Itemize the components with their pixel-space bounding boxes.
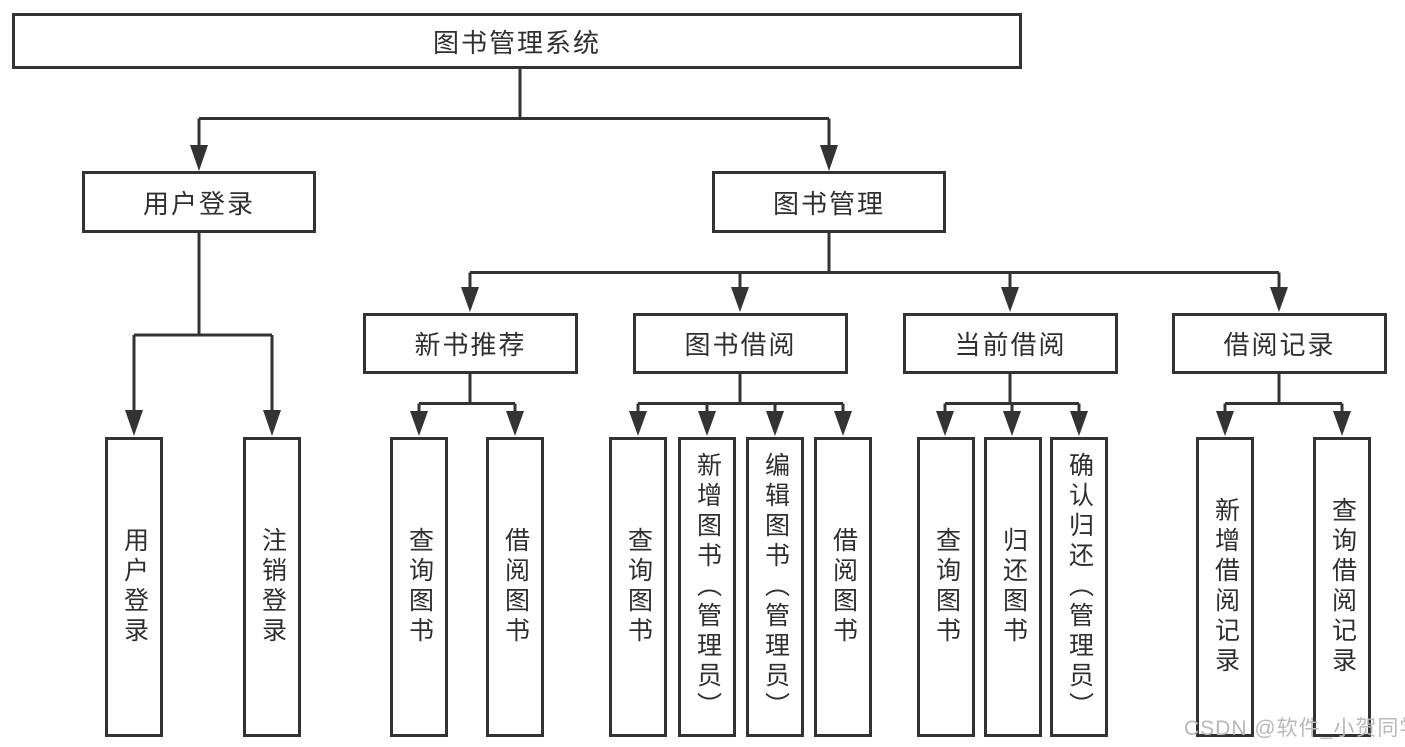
- node-library-management-system: 图书管理系统: [12, 13, 1022, 69]
- connector-current-borrow-branch: [943, 374, 1081, 416]
- leaf-add-books-admin: 新增图书（管理员）: [678, 437, 736, 737]
- node-label: 图书借阅: [684, 330, 797, 360]
- leaf-query-books-borrowing: 查询图书: [609, 437, 667, 737]
- leaf-borrow-books-borrowing: 借阅图书: [814, 437, 872, 737]
- node-label: 归还图书: [999, 527, 1028, 647]
- node-label: 图书管理系统: [432, 27, 601, 58]
- node-label: 注销登录: [258, 527, 287, 647]
- leaf-return-books: 归还图书: [984, 437, 1042, 737]
- node-label: 新增借阅记录: [1211, 497, 1240, 677]
- node-borrowing-records: 借阅记录: [1172, 313, 1387, 374]
- leaf-query-borrow-record: 查询借阅记录: [1313, 437, 1371, 737]
- node-user-login: 用户登录: [82, 171, 316, 233]
- connector-book-management-branch: [468, 232, 1281, 292]
- leaf-confirm-return-admin: 确认归还（管理员）: [1050, 437, 1108, 737]
- node-label: 用户登录: [120, 527, 149, 647]
- leaf-user-login: 用户登录: [105, 437, 163, 737]
- leaf-edit-books-admin: 编辑图书（管理员）: [746, 437, 804, 737]
- node-label: 查询借阅记录: [1328, 497, 1357, 677]
- arrowheads-level2: [190, 145, 838, 171]
- leaf-query-books-recommend: 查询图书: [390, 437, 448, 737]
- connector-book-borrow-branch: [636, 374, 845, 416]
- connector-root-branch: [197, 68, 831, 148]
- node-label: 查询图书: [624, 527, 653, 647]
- arrowheads-user-login: [125, 410, 281, 436]
- node-label: 新增图书（管理员）: [693, 452, 722, 722]
- leaf-query-books-current: 查询图书: [917, 437, 975, 737]
- node-book-management: 图书管理: [712, 171, 946, 233]
- node-label: 查询图书: [932, 527, 961, 647]
- arrowheads-level3: [461, 287, 1288, 312]
- node-label: 借阅图书: [829, 527, 858, 647]
- node-book-borrowing: 图书借阅: [633, 313, 848, 374]
- node-label: 图书管理: [772, 188, 885, 219]
- node-current-borrowing: 当前借阅: [903, 313, 1118, 374]
- leaf-logout: 注销登录: [243, 437, 301, 737]
- connector-new-book-branch: [417, 374, 517, 416]
- node-label: 用户登录: [142, 188, 255, 219]
- connector-borrow-record-branch: [1223, 374, 1344, 416]
- node-new-book-recommend: 新书推荐: [363, 313, 578, 374]
- csdn-watermark: CSDN @软件_小贺同学: [1184, 717, 1405, 740]
- node-label: 借阅图书: [501, 527, 530, 647]
- leaf-add-borrow-record: 新增借阅记录: [1196, 437, 1254, 737]
- node-label: 查询图书: [405, 527, 434, 647]
- node-label: 编辑图书（管理员）: [761, 452, 790, 722]
- leaf-borrow-books-recommend: 借阅图书: [486, 437, 544, 737]
- node-label: 当前借阅: [954, 330, 1067, 360]
- node-label: 借阅记录: [1223, 330, 1336, 360]
- node-label: 确认归还（管理员）: [1065, 452, 1094, 722]
- node-label: 新书推荐: [414, 330, 527, 360]
- connector-user-login-branch: [132, 232, 274, 414]
- arrowheads-leaves: [410, 411, 1351, 436]
